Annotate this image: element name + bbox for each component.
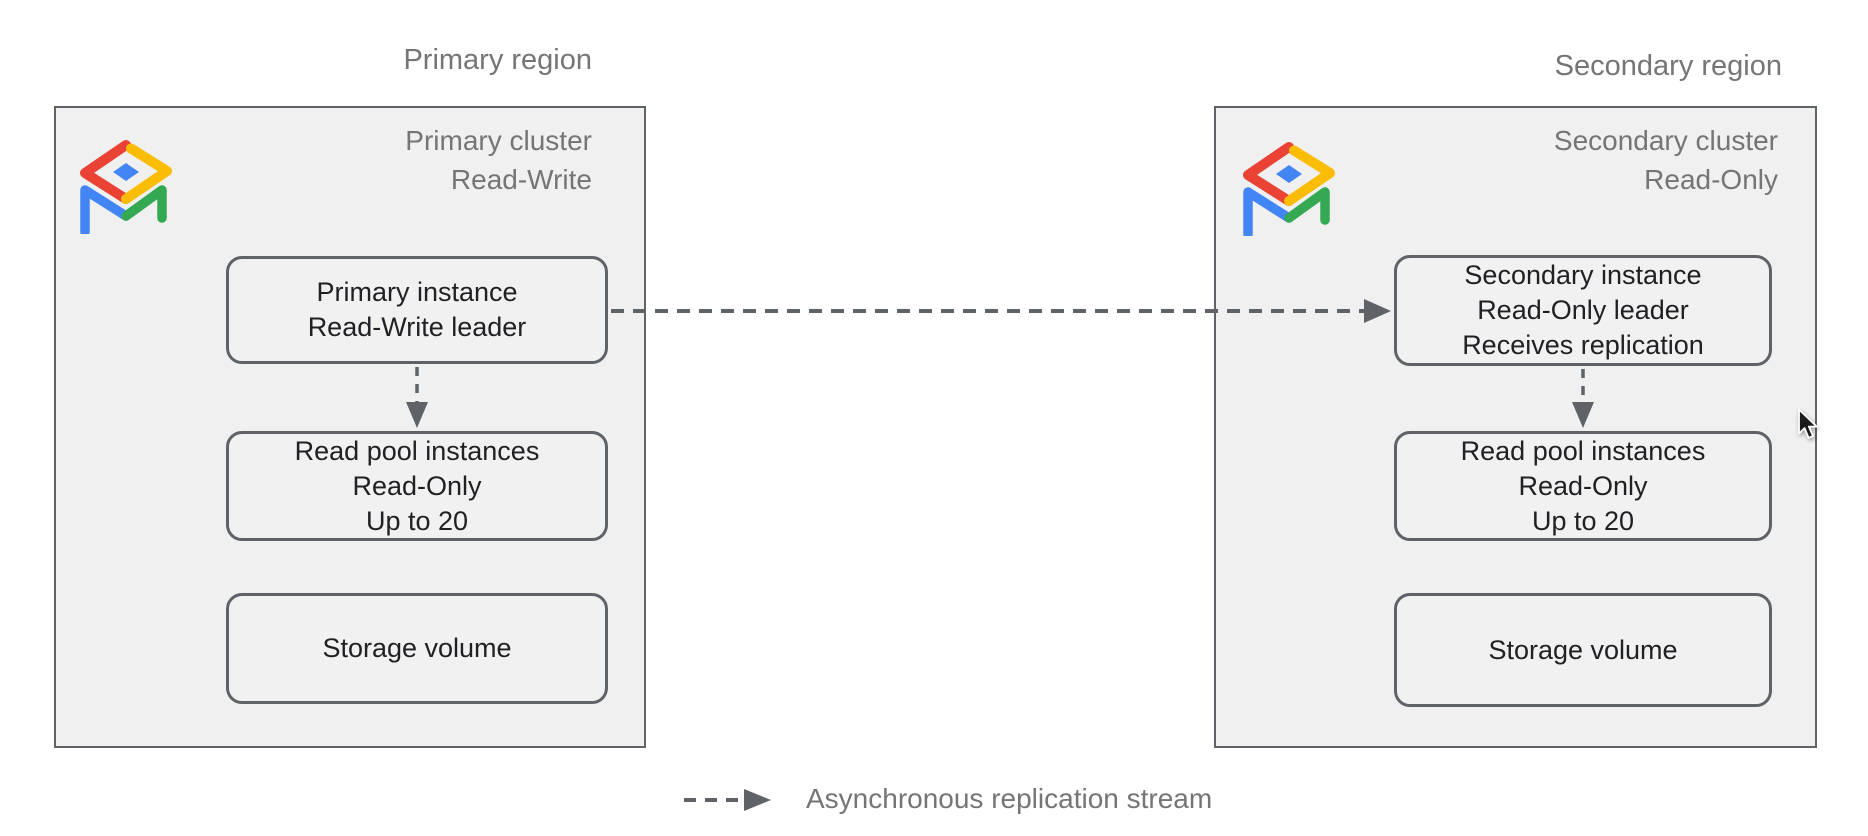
node-line: Storage volume <box>322 633 512 663</box>
node-line: Storage volume <box>1488 634 1678 665</box>
secondary-instance-node: Secondary instance Read-Only leader Rece… <box>1394 255 1772 366</box>
node-line: Read-Write leader <box>307 312 527 342</box>
secondary-read-pool-node: Read pool instances Read-Only Up to 20 <box>1394 431 1772 541</box>
legend-label: Asynchronous replication stream <box>806 783 1213 814</box>
primary-cluster-name: Primary cluster <box>405 125 592 156</box>
node-line: Secondary instance <box>1464 260 1702 290</box>
node-line: Read-Only <box>352 470 482 501</box>
primary-storage-node: Storage volume <box>226 593 608 704</box>
secondary-region-title: Secondary region <box>1554 50 1782 82</box>
secondary-storage-node: Storage volume <box>1394 593 1772 707</box>
primary-cluster-mode: Read-Write <box>450 164 592 195</box>
node-line: Up to 20 <box>1531 505 1635 536</box>
node-line: Up to 20 <box>365 505 469 536</box>
alloydb-table-icon <box>1243 142 1335 236</box>
node-line: Read-Only <box>1518 470 1648 501</box>
node-line: Primary instance <box>316 277 518 307</box>
primary-region-title: Primary region <box>403 44 592 76</box>
node-line: Receives replication <box>1462 330 1704 360</box>
mouse-pointer-icon <box>1798 408 1818 439</box>
node-line: Read pool instances <box>294 435 540 466</box>
node-line: Read pool instances <box>1460 435 1706 466</box>
secondary-cluster-name: Secondary cluster <box>1553 125 1778 156</box>
primary-read-pool-node: Read pool instances Read-Only Up to 20 <box>226 431 608 541</box>
node-line: Read-Only leader <box>1477 295 1689 325</box>
legend-arrowhead <box>744 789 771 811</box>
primary-cluster-header: Primary cluster Read-Write <box>405 121 592 199</box>
secondary-cluster-mode: Read-Only <box>1644 164 1778 195</box>
secondary-cluster-header: Secondary cluster Read-Only <box>1554 121 1778 199</box>
alloydb-table-icon <box>80 140 172 234</box>
primary-instance-node: Primary instance Read-Write leader <box>226 256 608 364</box>
